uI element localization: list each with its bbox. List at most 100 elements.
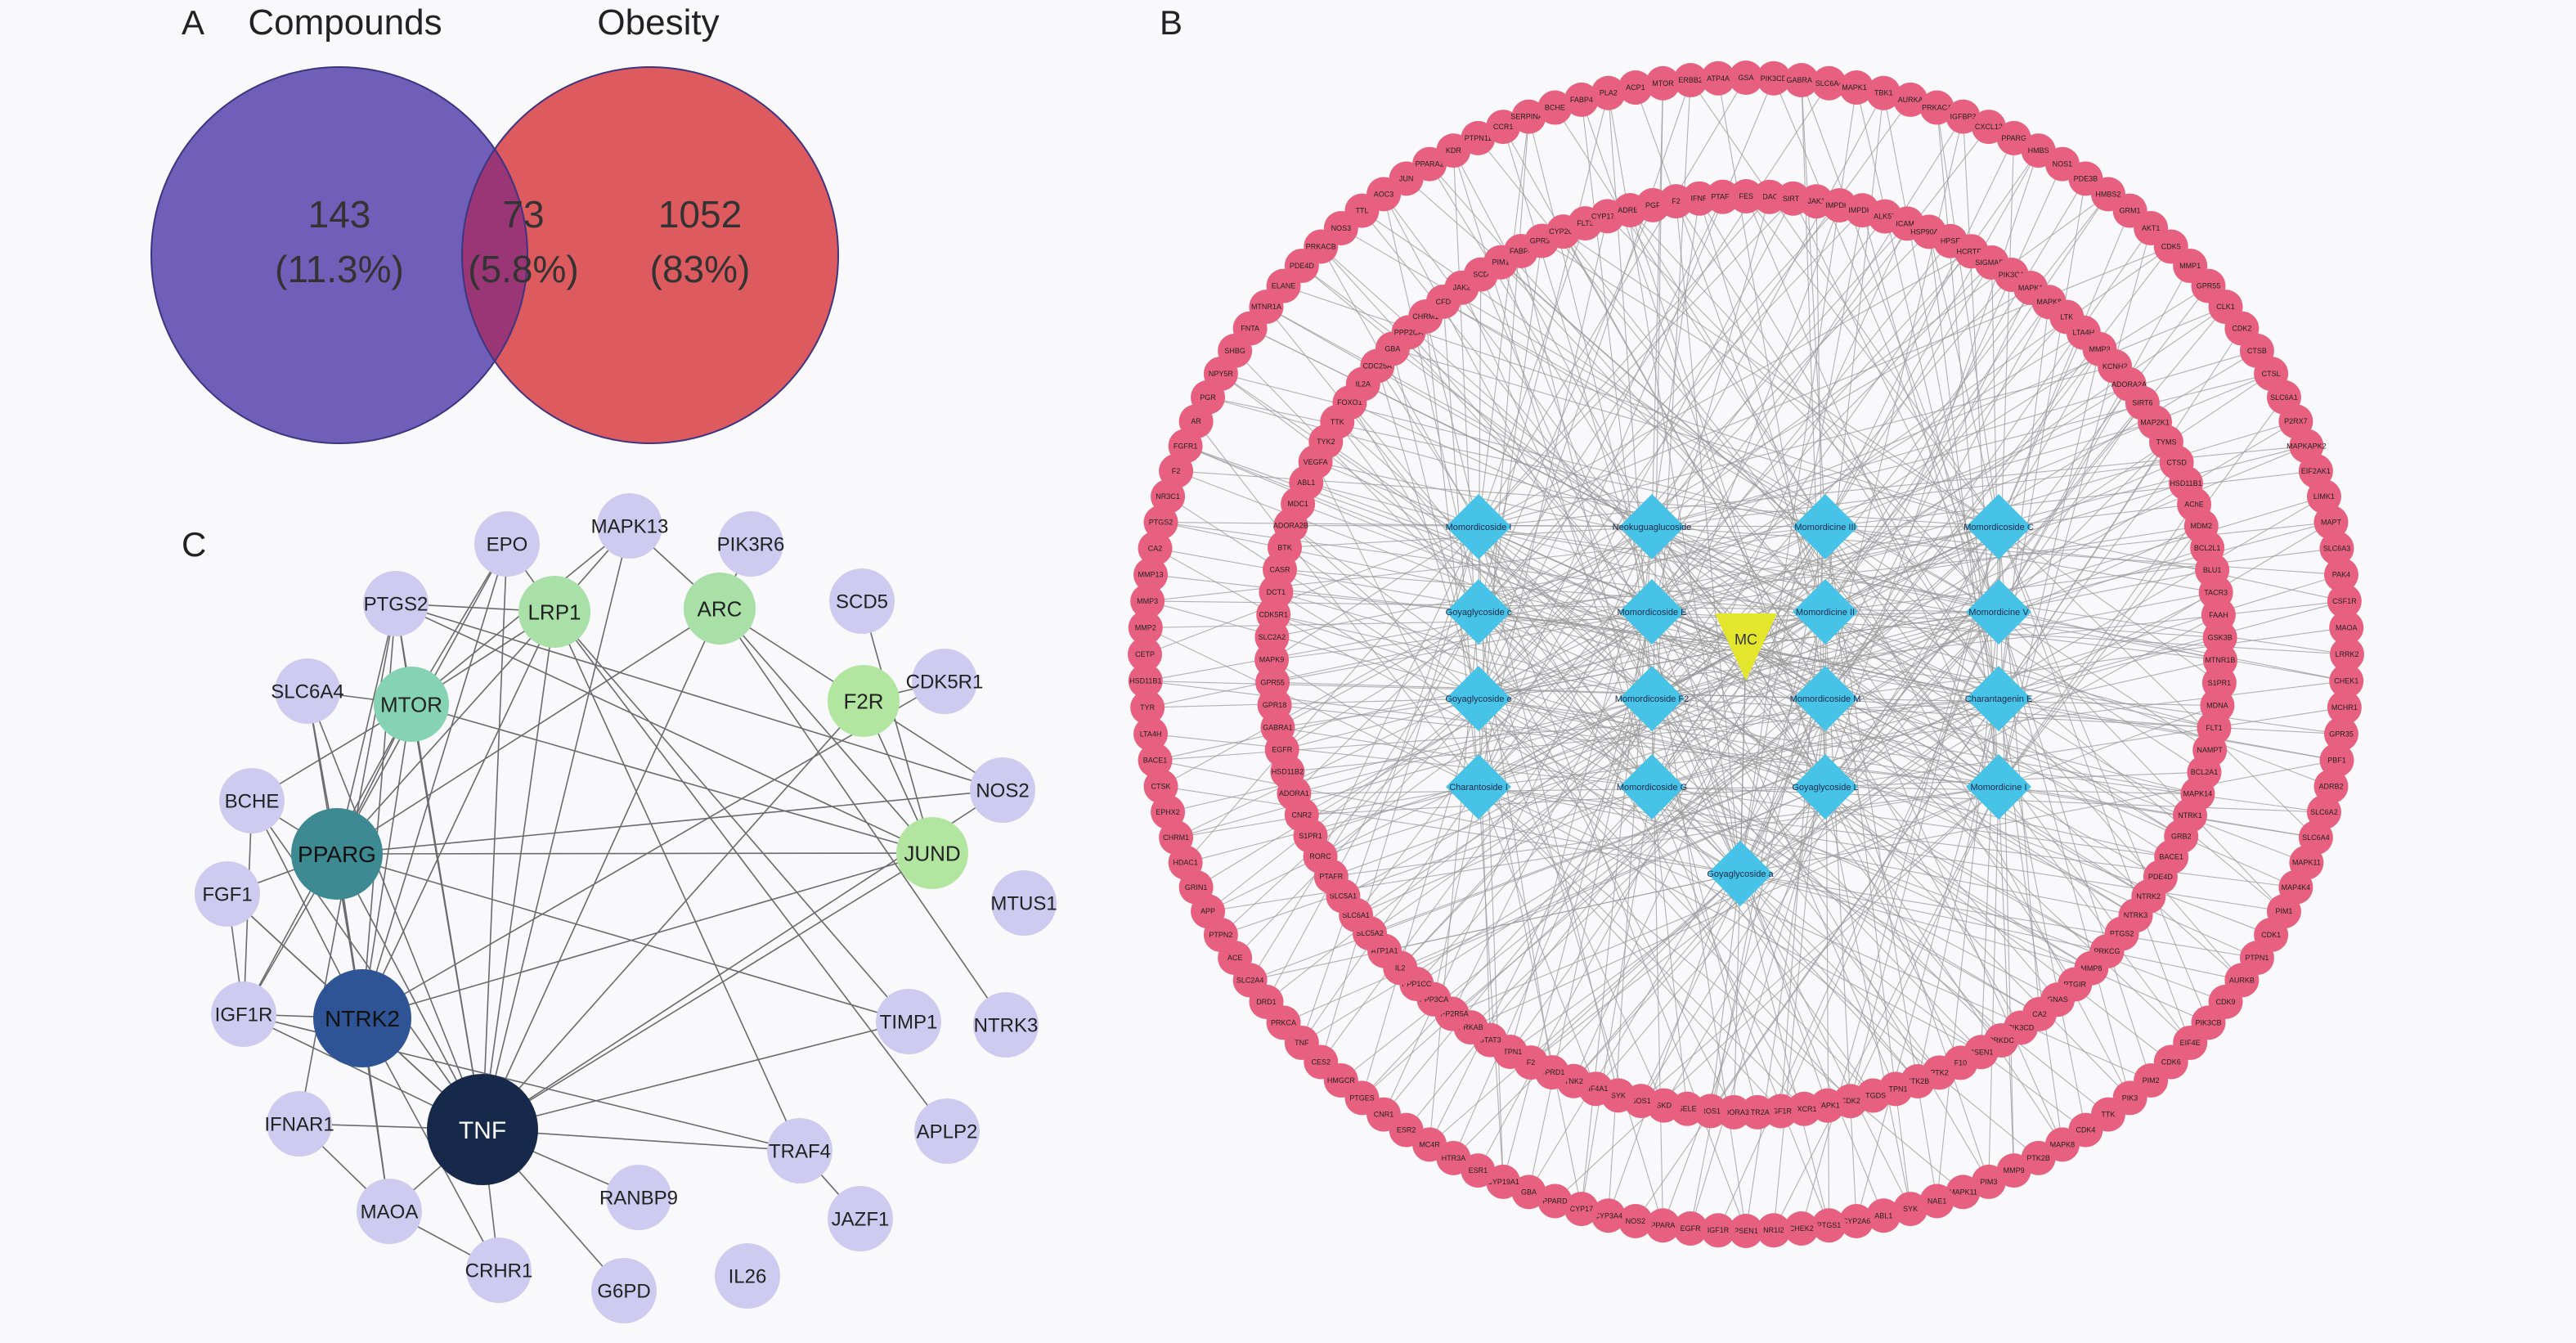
target-node[interactable]: SYK: [1893, 1192, 1928, 1227]
compound-node[interactable]: Charantagenin E: [1965, 666, 2033, 731]
target-node[interactable]: PTGS2: [1143, 505, 1178, 540]
target-node[interactable]: EPHX2: [1151, 794, 1186, 829]
target-node[interactable]: PAK4: [2323, 557, 2358, 592]
target-node[interactable]: FABP4: [1564, 82, 1599, 117]
compound-node[interactable]: Momordicoside C: [1963, 494, 2034, 559]
target-node[interactable]: ADRB2: [2313, 769, 2349, 804]
gene-node[interactable]: F2R: [828, 665, 900, 737]
compound-node[interactable]: Goyaglycoside L: [1792, 754, 1859, 820]
target-node[interactable]: LTA4H: [1133, 716, 1169, 752]
compound-node[interactable]: Momordicoside I: [1446, 494, 1512, 559]
target-node[interactable]: GABRA5: [1784, 63, 1819, 98]
gene-node[interactable]: IL26: [715, 1243, 780, 1309]
target-node[interactable]: EGFR: [1673, 1210, 1708, 1246]
compound-node[interactable]: Momordicine I: [1966, 754, 2031, 820]
target-node[interactable]: CA2: [1138, 531, 1173, 566]
target-node[interactable]: NAE1: [1919, 1184, 1954, 1219]
target-node[interactable]: SERPINA6: [1510, 99, 1547, 134]
gene-node[interactable]: FGF1: [195, 861, 260, 927]
target-node[interactable]: BACE1: [1138, 743, 1173, 778]
target-node[interactable]: ABL1: [1866, 1198, 1901, 1233]
target-node[interactable]: CETP: [1128, 637, 1162, 672]
compound-node[interactable]: Momordicine V: [1966, 579, 2031, 645]
target-node[interactable]: MAPK11: [1945, 1175, 1981, 1210]
target-node[interactable]: ERBB2: [1673, 63, 1708, 98]
compound-node[interactable]: Goyaglycoside c: [1446, 579, 1512, 645]
compound-node[interactable]: Momordicine III: [1793, 494, 1858, 559]
target-node[interactable]: PPARD: [1537, 1184, 1573, 1219]
target-node[interactable]: MMP13: [1133, 557, 1169, 592]
target-node[interactable]: MMP3: [1130, 583, 1165, 618]
target-node[interactable]: MCHR1: [2327, 690, 2362, 725]
gene-node[interactable]: BCHE: [219, 768, 285, 833]
target-node[interactable]: PPARA: [1645, 1208, 1681, 1243]
target-node[interactable]: CHEK2: [1784, 1210, 1819, 1246]
target-node[interactable]: MAPK14: [1839, 70, 1874, 106]
gene-node[interactable]: IGF1R: [211, 981, 276, 1047]
target-node[interactable]: FES: [1729, 179, 1764, 214]
gene-node[interactable]: NOS2: [970, 757, 1035, 823]
gene-node[interactable]: G6PD: [591, 1258, 657, 1323]
target-node[interactable]: PBF1: [2319, 743, 2354, 778]
gene-node[interactable]: TRAF4: [767, 1118, 832, 1184]
gene-node[interactable]: MTOR: [374, 667, 449, 742]
target-node[interactable]: SLC6A3: [2319, 531, 2354, 566]
gene-node[interactable]: TIMP1: [876, 989, 941, 1054]
target-node[interactable]: GSA: [1729, 61, 1763, 95]
target-node[interactable]: TBK1: [1866, 75, 1901, 110]
target-node[interactable]: NR1I2: [1756, 1213, 1791, 1248]
target-node[interactable]: MTOR: [1645, 65, 1681, 101]
target-node[interactable]: CSF1R: [2327, 583, 2362, 618]
gene-node[interactable]: NTRK3: [973, 992, 1039, 1058]
target-node[interactable]: MAOA: [2329, 610, 2364, 645]
gene-node[interactable]: SCD5: [829, 568, 895, 634]
target-node[interactable]: PRKACA: [1919, 90, 1954, 125]
target-node[interactable]: CYP3A4: [1591, 1198, 1626, 1233]
gene-node[interactable]: CRHR1: [465, 1237, 533, 1303]
target-node[interactable]: ATP4A: [1701, 61, 1736, 96]
gene-node[interactable]: PPARG: [291, 808, 383, 900]
gene-node[interactable]: PIK3R6: [717, 511, 785, 577]
target-node[interactable]: MMP2: [1128, 610, 1163, 645]
gene-node[interactable]: RANBP9: [599, 1165, 678, 1230]
target-node[interactable]: GPR35: [2323, 716, 2358, 752]
target-node[interactable]: PIK3CD: [1756, 61, 1791, 96]
target-node[interactable]: NOS2: [1618, 1203, 1653, 1238]
compound-node[interactable]: Goyaglycoside a: [1707, 841, 1775, 906]
gene-node[interactable]: PTGS2: [363, 571, 429, 636]
compound-node[interactable]: Neokuguaglucoside: [1613, 494, 1692, 559]
target-node[interactable]: ACP1: [1618, 70, 1653, 106]
gene-node[interactable]: EPO: [474, 511, 540, 577]
target-node[interactable]: HSD11B1: [1128, 663, 1163, 698]
gene-node[interactable]: CDK5R1: [906, 649, 984, 714]
target-node[interactable]: BCHE: [1537, 90, 1573, 125]
gene-node[interactable]: ARC: [684, 573, 756, 645]
gene-node[interactable]: JUND: [896, 817, 968, 889]
compound-node[interactable]: Goyaglycoside e: [1445, 666, 1512, 731]
gene-node[interactable]: MAPK13: [591, 493, 669, 559]
gene-node[interactable]: MTUS1: [990, 870, 1057, 936]
gene-node[interactable]: TNF: [427, 1074, 538, 1185]
compound-node[interactable]: Momordicoside G: [1617, 754, 1687, 820]
gene-node[interactable]: IFNAR1: [264, 1091, 334, 1157]
target-node[interactable]: CTSK: [1143, 769, 1178, 804]
target-node[interactable]: IGF1R: [1701, 1213, 1736, 1248]
target-node[interactable]: LRRK2: [2330, 637, 2364, 672]
compound-node[interactable]: Momordicoside F2: [1615, 666, 1689, 731]
target-node[interactable]: CHEK1: [2329, 663, 2364, 698]
target-node[interactable]: TYR: [1130, 690, 1165, 725]
gene-node[interactable]: JAZF1: [828, 1186, 893, 1251]
gene-node[interactable]: APLP2: [914, 1098, 980, 1164]
target-node[interactable]: PTGS1: [1811, 1208, 1847, 1243]
target-node[interactable]: LIMK1: [2306, 479, 2341, 514]
target-node[interactable]: PLA2: [1591, 75, 1626, 110]
mc-center-node[interactable]: MC: [1715, 613, 1777, 680]
compound-node[interactable]: Momordicoside M: [1790, 666, 1861, 731]
target-node[interactable]: AURKA: [1893, 82, 1928, 117]
gene-node[interactable]: MAOA: [357, 1179, 422, 1244]
target-node[interactable]: CYP17: [1564, 1192, 1599, 1227]
compound-node[interactable]: Momordicoside E: [1618, 579, 1687, 645]
target-node[interactable]: MAPT: [2313, 505, 2349, 540]
target-node[interactable]: CYP2A6: [1839, 1203, 1874, 1238]
compound-node[interactable]: Momordicine II: [1793, 579, 1858, 645]
